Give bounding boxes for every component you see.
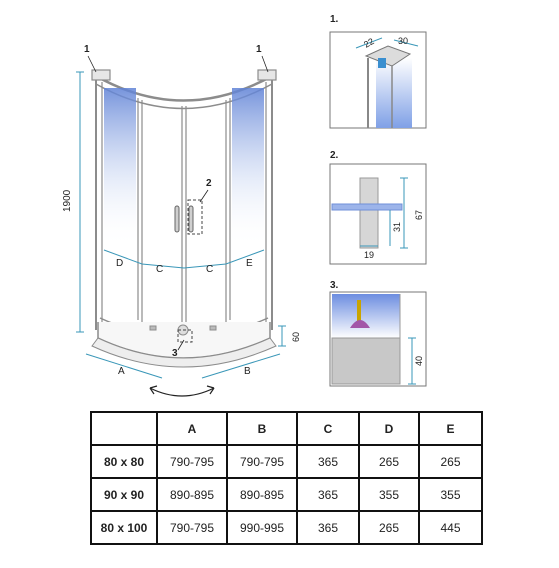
height-label: 1900 (62, 189, 73, 212)
table-cell: 365 (296, 510, 360, 545)
table-cell: 80 x 100 (90, 510, 158, 545)
table-header-cell: E (418, 411, 483, 446)
table-cell: 265 (358, 510, 420, 545)
handle-detail-marker (187, 199, 203, 235)
base-width-dimensions (85, 353, 281, 379)
glass-panel-right (232, 88, 264, 248)
table-cell: 790-795 (156, 510, 228, 545)
table-cell: 990-995 (226, 510, 298, 545)
door-label-c2: C (206, 264, 213, 275)
table-cell: 365 (296, 477, 360, 512)
table-cell: 890-895 (156, 477, 228, 512)
svg-text:1: 1 (84, 44, 90, 55)
tray-detail-marker (177, 329, 193, 343)
table-row: 80 x 80 790-795 790-795 365 265 265 (90, 444, 483, 479)
rotation-arrow (149, 385, 215, 397)
tray-height-label: 60 (291, 332, 301, 342)
callout-1-left: 1 (84, 44, 97, 73)
shower-diagram: 1 1 2 3 1900 60 D C C E A B (62, 14, 427, 397)
door-label-e: E (246, 258, 253, 269)
detail-2-dim-width: 19 (364, 250, 374, 260)
svg-text:1: 1 (256, 44, 262, 55)
table-row: 80 x 100 790-795 990-995 365 265 445 (90, 510, 483, 545)
table-cell: 445 (418, 510, 483, 545)
table-cell: 355 (418, 477, 483, 512)
table-cell: 355 (358, 477, 420, 512)
table-cell: 890-895 (226, 477, 298, 512)
table-header-cell: C (296, 411, 360, 446)
detail-3-title: 3. (330, 280, 339, 291)
detail-1-dim-right: 30 (398, 36, 408, 46)
door-width-dimension (103, 249, 265, 269)
detail-2-title: 2. (330, 150, 339, 161)
detail-2-dim-inner: 31 (392, 222, 402, 232)
detail-1-dim-left: 22 (362, 36, 376, 50)
table-header-cell: B (226, 411, 298, 446)
detail-1-box (329, 31, 427, 129)
detail-2-box (329, 163, 427, 265)
door-label-c1: C (156, 264, 163, 275)
table-cell: 365 (296, 444, 360, 479)
table-cell: 90 x 90 (90, 477, 158, 512)
shower-tray (91, 322, 277, 368)
tray-height-dimension (278, 325, 286, 347)
height-dimension (76, 71, 84, 333)
glass-panel-left (104, 88, 136, 248)
table-cell: 790-795 (226, 444, 298, 479)
callout-1-right: 1 (256, 44, 269, 73)
width-b-label: B (244, 366, 251, 377)
table-header-row: A B C D E (90, 411, 483, 446)
table-cell: 265 (418, 444, 483, 479)
door-handles (174, 205, 194, 233)
door-label-d: D (116, 258, 123, 269)
svg-text:2: 2 (206, 178, 212, 189)
detail-2-dim-height: 67 (414, 210, 424, 220)
detail-1-title: 1. (330, 14, 339, 25)
table-cell: 790-795 (156, 444, 228, 479)
callout-3: 3 (172, 339, 185, 359)
table-header-cell: A (156, 411, 228, 446)
dimension-table: A B C D E 80 x 80 790-795 790-795 365 26… (90, 411, 483, 545)
width-a-label: A (118, 366, 125, 377)
table-header-cell: D (358, 411, 420, 446)
table-cell: 80 x 80 (90, 444, 158, 479)
detail-3-box (329, 291, 427, 387)
detail-3-dim-height: 40 (414, 356, 424, 366)
callout-2: 2 (199, 178, 212, 203)
table-header-cell (90, 411, 158, 446)
table-cell: 265 (358, 444, 420, 479)
svg-text:3: 3 (172, 348, 178, 359)
table-row: 90 x 90 890-895 890-895 365 355 355 (90, 477, 483, 512)
